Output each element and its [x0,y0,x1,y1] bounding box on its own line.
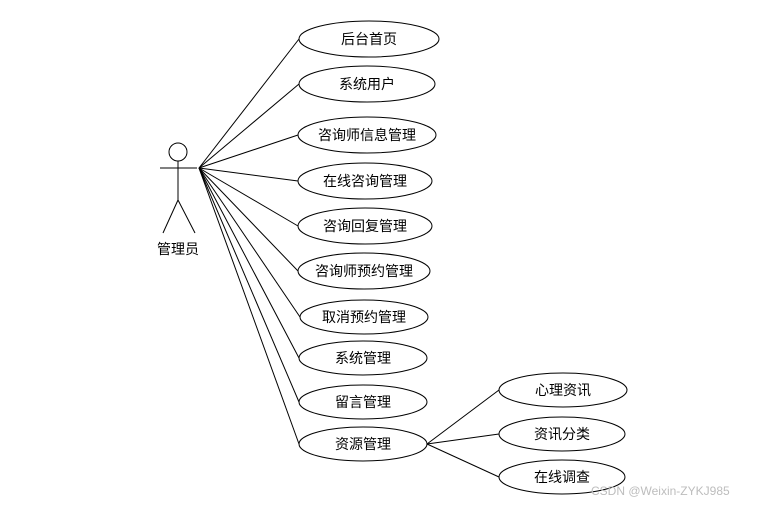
use-case-label: 心理资讯 [535,383,591,399]
association-line [198,167,299,227]
use-case-message-mgmt: 留言管理 [298,384,428,420]
association-lines [198,38,500,478]
sub-use-case-online-survey: 在线调查 [498,459,626,495]
use-case-label: 咨询回复管理 [323,218,407,235]
use-case-consult-reply: 咨询回复管理 [297,207,433,245]
actor-right-leg [177,199,196,234]
sub-association-line [426,443,500,478]
association-line [198,167,299,182]
use-case-home: 后台首页 [298,20,440,58]
association-line [198,38,300,169]
use-case-consultant-booking: 咨询师预约管理 [297,252,431,290]
association-line [198,167,299,272]
use-case-label: 系统管理 [335,351,391,367]
use-case-label: 咨询师信息管理 [318,127,416,144]
use-case-label: 咨询师预约管理 [315,264,413,280]
sub-association-line [426,389,500,445]
sub-association-line [426,433,500,445]
use-case-system-mgmt: 系统管理 [298,340,428,376]
association-line [198,167,300,359]
use-case-label: 后台首页 [341,32,397,48]
use-case-sys-user: 系统用户 [298,65,436,103]
sub-use-case-news-category: 资讯分类 [498,416,626,452]
watermark: CSDN @Weixin-ZYKJ985 [591,484,730,498]
actor-admin: 管理员 [157,142,199,258]
use-case-cancel-booking: 取消预约管理 [299,299,429,335]
use-case-group: 后台首页 系统用户 咨询师信息管理 在线咨询管理 咨询回复管理 咨询师预约管理 [297,20,628,495]
association-line [198,167,300,445]
use-case-resource-mgmt: 资源管理 [298,426,428,462]
use-case-online-consult: 在线咨询管理 [297,162,433,200]
actor-left-leg [162,199,179,234]
actor-label: 管理员 [157,242,199,258]
actor-head [168,142,188,162]
use-case-label: 留言管理 [335,395,391,411]
association-line [198,167,301,318]
use-case-label: 系统用户 [339,76,395,93]
use-case-consultant-info: 咨询师信息管理 [297,116,437,154]
use-case-label: 在线调查 [534,470,590,486]
use-case-label: 资源管理 [335,437,391,453]
association-line [198,167,300,403]
association-line [198,134,299,169]
use-case-label: 取消预约管理 [322,310,406,326]
use-case-label: 资讯分类 [534,427,590,443]
sub-use-case-psych-news: 心理资讯 [498,372,628,408]
use-case-label: 在线咨询管理 [323,174,407,190]
association-line [198,83,300,169]
